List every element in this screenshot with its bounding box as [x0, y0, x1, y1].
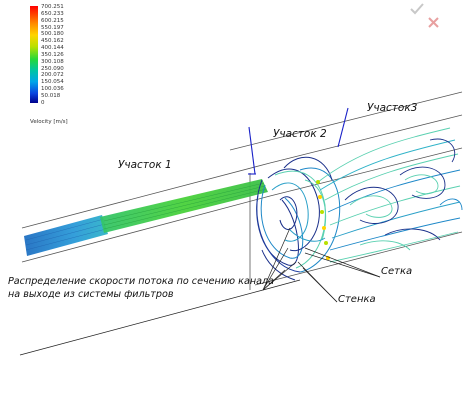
section-markers	[248, 107, 349, 175]
velocity-distribution-caption: Распределение скорости потока по сечению…	[8, 275, 274, 301]
legend-value: 150.054	[41, 79, 64, 86]
legend-value: 300.108	[41, 58, 64, 65]
section-2-label: Участок 2	[273, 128, 327, 140]
section-3-label: Участок3	[367, 102, 418, 114]
legend-title: Velocity [m/s]	[30, 119, 68, 125]
pipe-stream	[100, 179, 268, 233]
legend-value: 700.251	[41, 4, 64, 10]
filter-mesh-markers	[316, 180, 330, 260]
legend-value: 550.197	[41, 24, 64, 31]
section-1-label: Участок 1	[118, 159, 172, 171]
velocity-scale-labels: 700.251 650.233 600.215 550.197 500.180 …	[41, 4, 91, 106]
legend-value: 0	[41, 99, 45, 106]
wall-label: Стенка	[338, 294, 376, 305]
main-section-streamlines	[317, 127, 463, 263]
legend-value: 50.018	[41, 92, 61, 99]
filter-chamber-streamlines	[256, 156, 341, 281]
legend-value: 450.162	[41, 38, 64, 45]
legend-value: 250.090	[41, 65, 64, 72]
pipe-outline	[21, 91, 463, 290]
caption-line-2: на выходе из системы фильтров	[8, 289, 174, 300]
legend-value: 500.180	[41, 31, 64, 38]
legend-value: 350.126	[41, 51, 64, 58]
velocity-legend: 700.251 650.233 600.215 550.197 500.180 …	[30, 4, 91, 131]
legend-value: 100.036	[41, 86, 64, 93]
close-icon[interactable]	[428, 17, 439, 28]
leader-lines	[19, 227, 381, 356]
check-icon[interactable]	[410, 3, 424, 15]
legend-value: 200.072	[41, 72, 64, 79]
legend-value: 400.144	[41, 45, 64, 52]
inlet-stream	[24, 215, 108, 256]
mesh-label: Сетка	[381, 266, 413, 277]
caption-line-1: Распределение скорости потока по сечению…	[8, 276, 275, 287]
legend-value: 600.215	[41, 17, 64, 24]
velocity-color-scale	[30, 6, 38, 103]
legend-value: 650.233	[41, 10, 64, 17]
